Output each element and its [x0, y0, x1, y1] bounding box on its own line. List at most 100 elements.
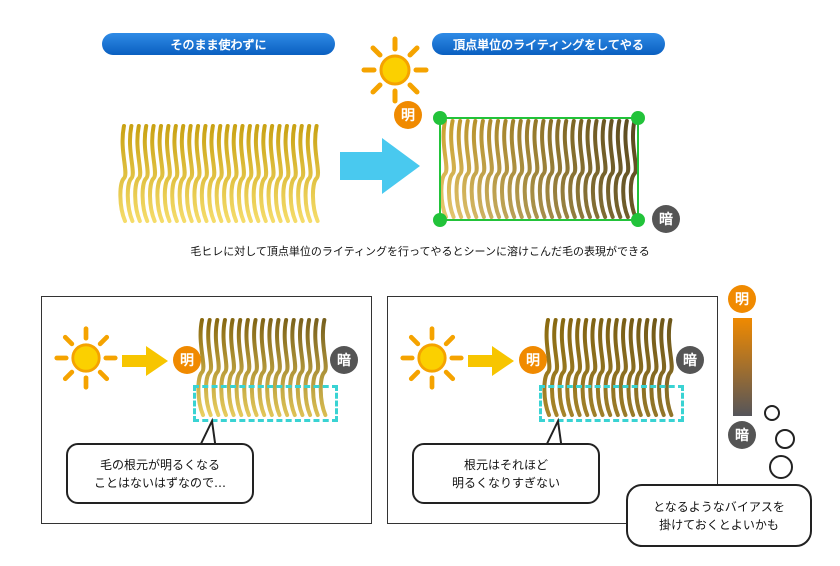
fur-strand: [553, 119, 563, 219]
arrow-right-icon: [468, 346, 514, 376]
fur-strand: [318, 318, 328, 417]
fur-strand: [611, 318, 621, 417]
fur-strand: [295, 318, 305, 417]
fur-strand: [118, 124, 128, 223]
root-highlight: [539, 385, 684, 422]
fur-strand: [522, 119, 532, 219]
fur-strand: [207, 124, 217, 223]
fur-strand: [580, 318, 590, 417]
bubble-line: 明るくなりすぎない: [451, 475, 560, 490]
fur-strand: [588, 318, 598, 417]
root-highlight: [193, 385, 338, 422]
fur-strand: [537, 119, 547, 219]
fur-strand: [499, 119, 510, 219]
fur-strand: [125, 124, 135, 223]
dark-badge: 暗: [676, 346, 704, 374]
fur-strand: [185, 124, 195, 223]
bubble-line: 根元はそれほど: [463, 457, 548, 472]
arrow-right-icon: [122, 346, 168, 376]
fur-strand: [618, 318, 628, 417]
fur-strand: [628, 119, 638, 219]
fur-strand: [613, 119, 623, 219]
fur-strand: [273, 124, 283, 223]
fur-strand: [251, 124, 261, 223]
fur-strand: [177, 124, 187, 223]
fur-strand: [664, 318, 674, 417]
title-right-pill: 頂点単位のライティングをしてやる: [432, 33, 665, 55]
fur-strand: [439, 119, 449, 219]
fur-strand: [196, 318, 206, 417]
fur-strand: [265, 318, 275, 417]
fur-strand: [281, 124, 291, 223]
fur-strand: [626, 318, 636, 417]
dark-badge: 暗: [728, 421, 756, 449]
fur-strand: [542, 318, 552, 417]
fur-strand: [310, 124, 320, 223]
fur-strand: [148, 124, 158, 223]
fur-strand: [288, 318, 298, 417]
speech-bubble-after: 根元はそれほど 明るくなりすぎない: [412, 443, 600, 504]
fur-strand: [477, 119, 487, 219]
fur-strand: [155, 124, 165, 223]
fur-strand: [492, 119, 502, 219]
fur-strand: [280, 318, 290, 417]
fur-strand: [170, 124, 180, 223]
thought-bubble: となるようなバイアスを 掛けておくとよいかも: [626, 484, 812, 547]
vertex-dot: [631, 213, 645, 227]
fur-strand: [303, 318, 313, 417]
fur-strand: [249, 318, 259, 417]
fur-strand: [303, 124, 313, 223]
fur-strand: [560, 119, 570, 219]
fur-strand: [272, 318, 282, 417]
fur-strand: [446, 119, 456, 219]
fur-strand: [603, 318, 613, 417]
fur-strand: [598, 119, 608, 219]
fur-strand: [545, 119, 555, 219]
sun-icon: [54, 326, 118, 390]
fur-strand: [140, 124, 150, 223]
fur-strand: [454, 119, 464, 219]
fur-strand: [311, 318, 321, 417]
fur-strand: [572, 318, 582, 417]
bright-badge: 明: [519, 346, 547, 374]
fur-strand: [242, 318, 252, 417]
bubble-line: 毛の根元が明るくなる: [99, 457, 220, 472]
dark-badge: 暗: [330, 346, 358, 374]
vertex-dot: [433, 213, 447, 227]
fur-biased: [542, 318, 674, 417]
fur-strand: [162, 124, 172, 223]
bubble-line: となるようなバイアスを: [653, 499, 785, 514]
fur-strand: [229, 124, 239, 223]
fur-strand: [568, 119, 578, 219]
fur-strand: [641, 318, 651, 417]
thought-bubble-dots: [764, 405, 795, 479]
fur-strand: [234, 318, 244, 417]
fur-strand: [565, 318, 575, 417]
bubble-line: ことはないはずなので…: [93, 475, 226, 490]
caption: 毛ヒレに対して頂点単位のライティングを行ってやるとシーンに溶けこんだ毛の表現がで…: [190, 245, 650, 258]
fur-strand: [469, 119, 479, 219]
fur-strand: [222, 124, 232, 223]
fur-strand: [219, 318, 229, 417]
dark-badge: 暗: [652, 205, 680, 233]
fur-strand: [266, 124, 276, 223]
fur-strand: [192, 124, 202, 223]
fur-strand: [595, 318, 605, 417]
title-left-pill: そのまま使わずに: [102, 33, 335, 55]
fur-strand: [530, 119, 540, 219]
vertex-dot: [433, 111, 447, 125]
fur-strand: [259, 124, 269, 223]
fur-strand: [226, 318, 236, 417]
fur-strand: [557, 318, 567, 417]
bright-badge: 明: [728, 285, 756, 313]
fur-strand: [296, 124, 306, 223]
fur-strand: [462, 119, 472, 219]
fur-strand: [507, 119, 517, 219]
fur-strand: [606, 119, 616, 219]
fur-unlit: [118, 124, 320, 223]
fur-strand: [590, 119, 600, 219]
fur-strand: [236, 124, 246, 223]
vertex-dot: [631, 111, 645, 125]
fur-strand: [288, 124, 298, 223]
fur-strand: [550, 318, 560, 417]
